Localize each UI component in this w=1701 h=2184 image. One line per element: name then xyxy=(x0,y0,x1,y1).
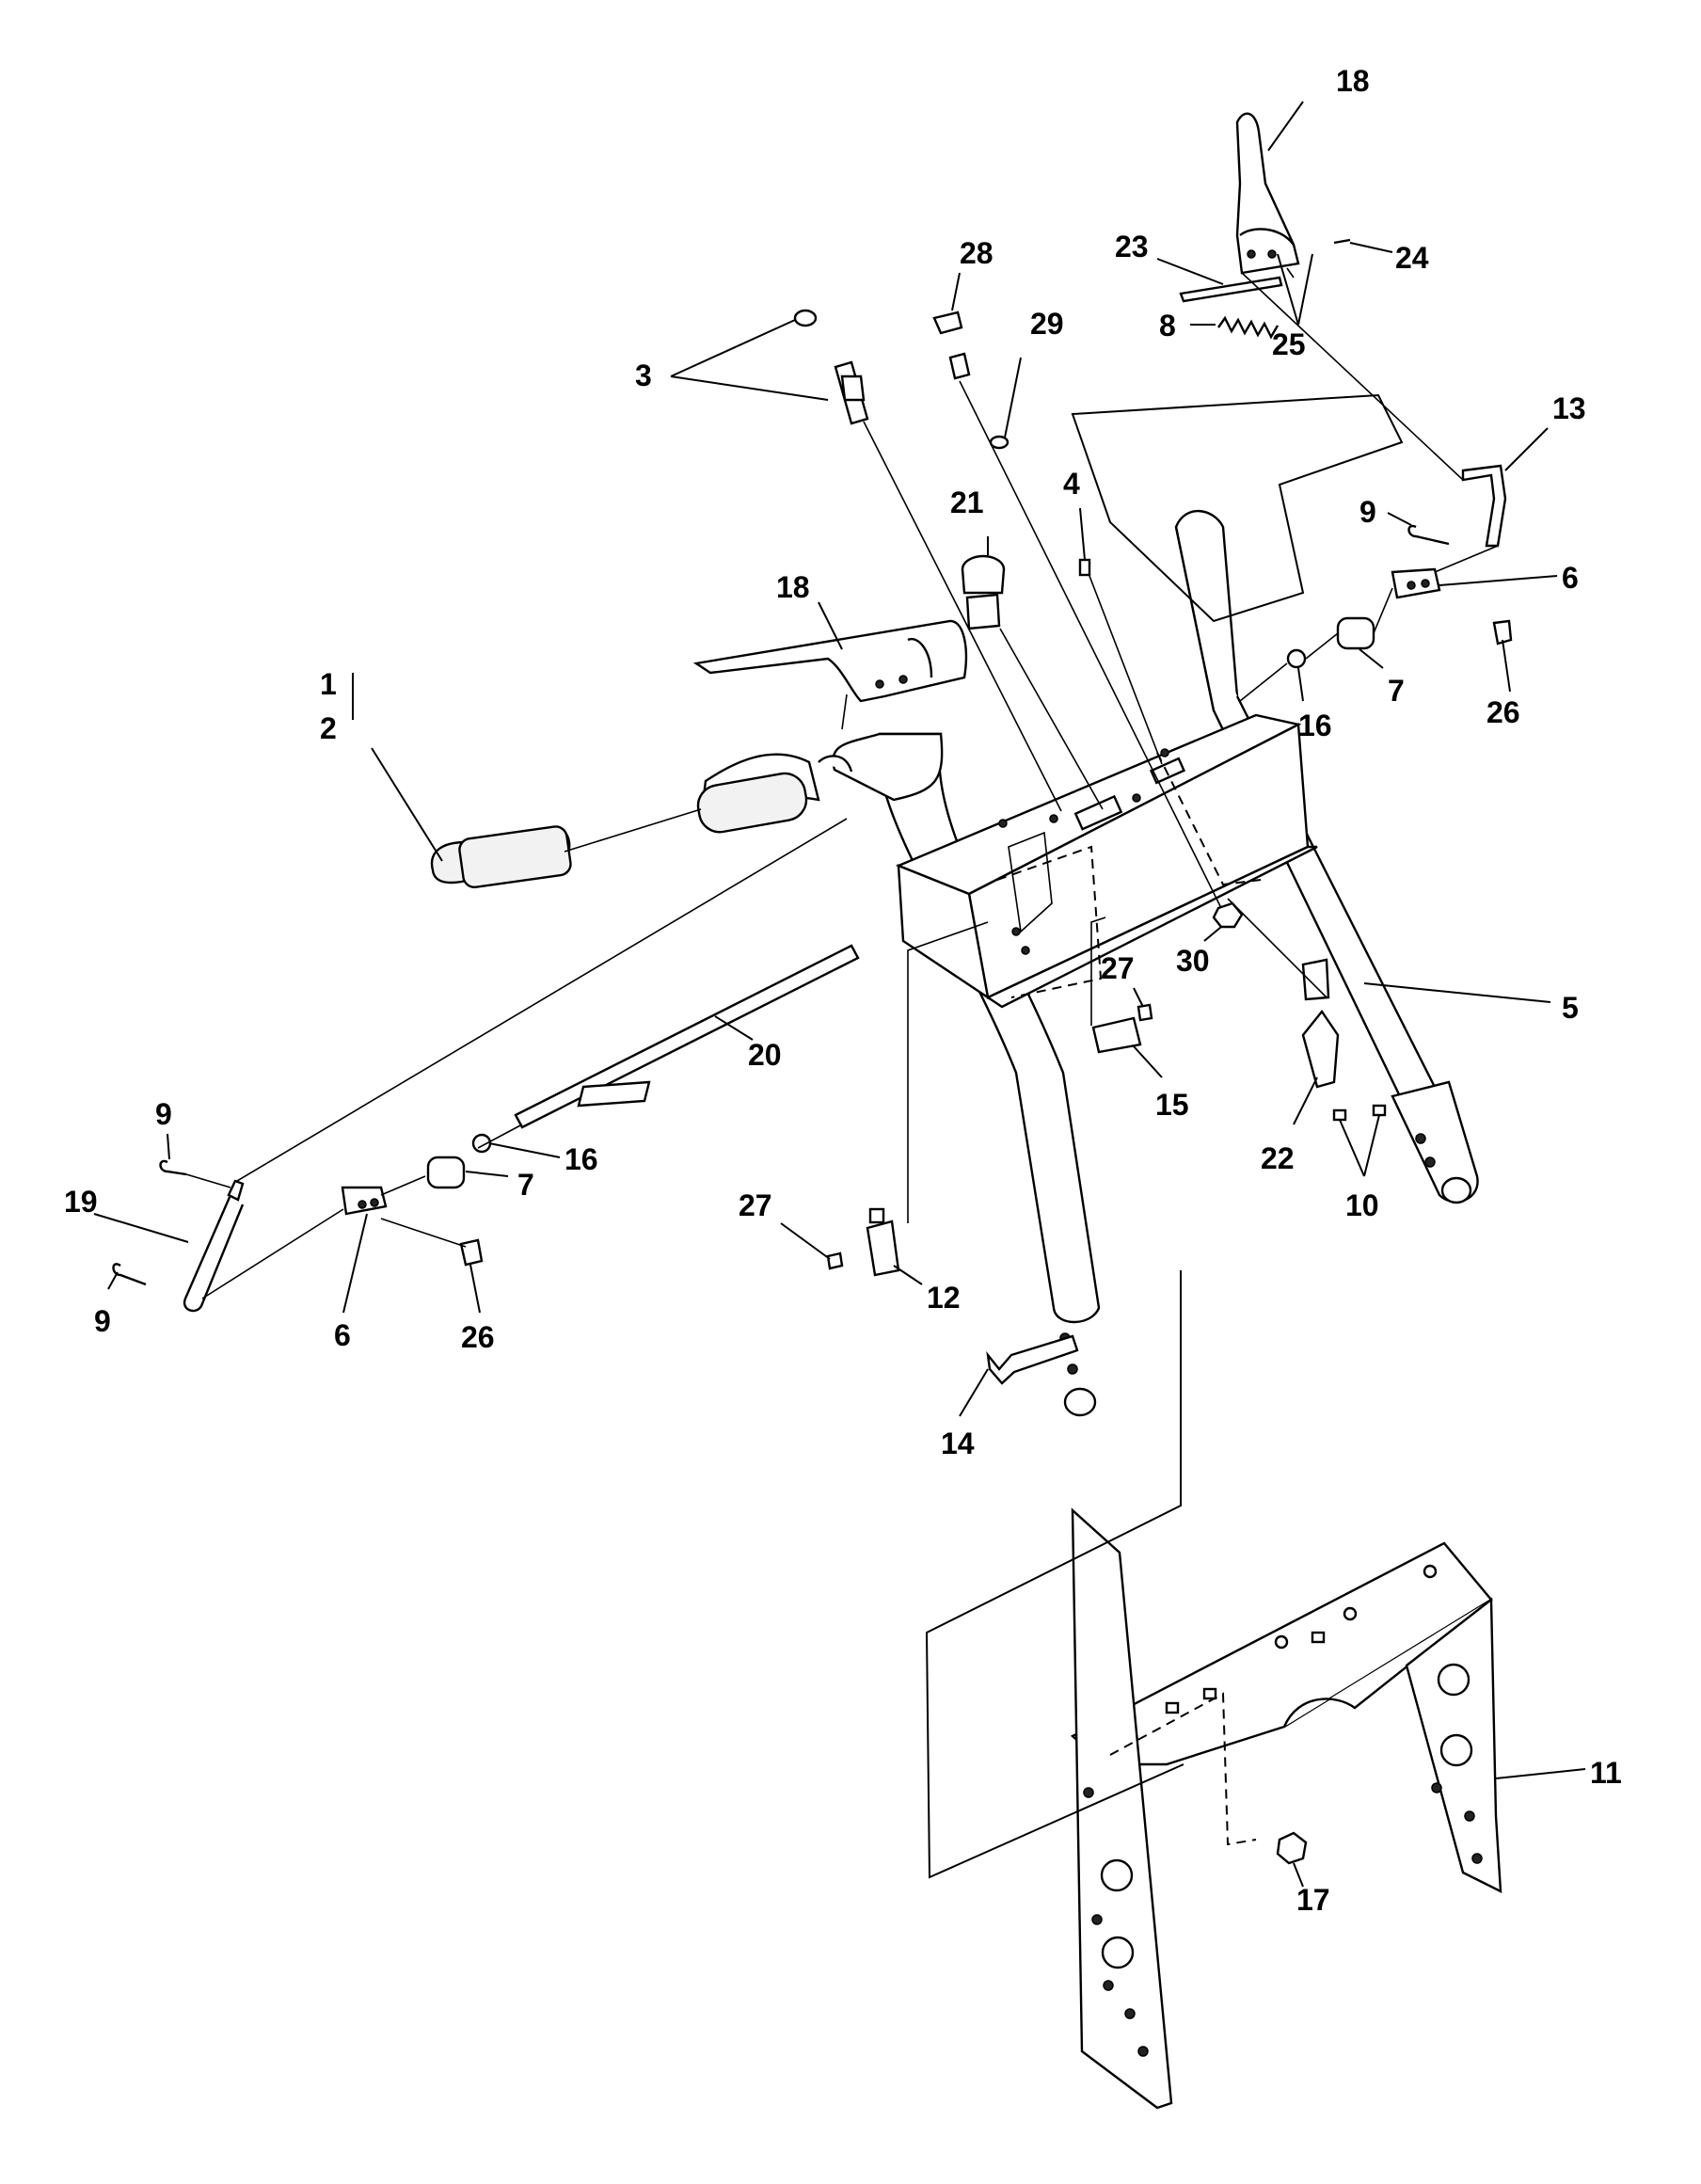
callout-7-left: 7 xyxy=(517,1168,534,1202)
left-grip-assembly xyxy=(430,753,820,889)
callout-29: 29 xyxy=(1030,307,1064,341)
callout-18-lower: 18 xyxy=(776,570,810,604)
part-21-knob xyxy=(961,554,1006,630)
callout-12: 12 xyxy=(927,1281,961,1315)
callout-labels: 1 2 3 4 5 6 6 7 7 8 9 9 9 10 11 12 13 14… xyxy=(64,64,1622,1917)
part-7-spacer-left xyxy=(426,1156,466,1189)
callout-19: 19 xyxy=(64,1185,98,1219)
part-30-nut xyxy=(1212,901,1244,929)
part-16-nut-right xyxy=(1286,648,1307,669)
part-11-frame xyxy=(1070,1507,1502,2110)
part-9-hairpin-right xyxy=(1407,524,1450,546)
part-13-linkage-rod xyxy=(1461,464,1507,548)
part-27-screw-upper xyxy=(1137,1003,1153,1022)
callout-18-upper: 18 xyxy=(1336,64,1370,98)
callout-11: 11 xyxy=(1590,1756,1622,1790)
control-panel-box xyxy=(895,713,1318,1009)
part-6-bracket-right xyxy=(1391,567,1441,599)
callout-22: 22 xyxy=(1261,1141,1295,1175)
part-28-key xyxy=(932,311,971,380)
callout-14: 14 xyxy=(941,1427,975,1460)
callout-10: 10 xyxy=(1345,1188,1379,1222)
callout-27-lower: 27 xyxy=(739,1188,772,1222)
callout-24: 24 xyxy=(1395,241,1429,275)
callout-25: 25 xyxy=(1272,327,1306,361)
part-26-bolt-right xyxy=(1492,619,1513,646)
callout-4: 4 xyxy=(1063,467,1080,501)
callout-16-left: 16 xyxy=(564,1142,598,1176)
callout-26-right: 26 xyxy=(1486,695,1520,729)
callout-30: 30 xyxy=(1176,944,1210,978)
callout-21: 21 xyxy=(950,486,984,519)
callout-1: 1 xyxy=(320,667,337,701)
callout-27-upper: 27 xyxy=(1101,951,1135,985)
callout-20: 20 xyxy=(748,1038,782,1072)
part-3-switch xyxy=(793,309,869,425)
callout-23: 23 xyxy=(1115,230,1149,263)
part-20-rod xyxy=(514,944,860,1129)
part-4-pin xyxy=(1078,558,1091,577)
callout-3: 3 xyxy=(635,359,652,392)
part-24-clip xyxy=(1333,238,1351,245)
callout-9-left-top: 9 xyxy=(155,1097,172,1131)
callout-28: 28 xyxy=(960,236,994,270)
callout-8: 8 xyxy=(1159,309,1176,343)
callout-9-right: 9 xyxy=(1359,495,1376,529)
part-7-spacer-right xyxy=(1336,616,1375,650)
part-18-lower-shield xyxy=(692,619,968,703)
part-9-hairpin-left-top xyxy=(159,1159,187,1176)
callout-15: 15 xyxy=(1155,1088,1189,1122)
part-27-screw-lower xyxy=(826,1251,844,1270)
callout-7-right: 7 xyxy=(1388,674,1405,708)
part-15-switch xyxy=(1091,1016,1142,1054)
part-8-spring xyxy=(1217,315,1280,340)
callout-16-right: 16 xyxy=(1298,709,1332,742)
part-6-bracket-left xyxy=(341,1186,388,1216)
part-10-nuts xyxy=(1332,1104,1387,1122)
callout-6-right: 6 xyxy=(1562,561,1579,595)
callout-13: 13 xyxy=(1552,391,1586,425)
callout-2: 2 xyxy=(320,711,337,745)
part-19-linkage-rod xyxy=(183,1179,245,1313)
part-29-washer xyxy=(989,435,1009,450)
callout-9-left-bottom: 9 xyxy=(94,1304,111,1338)
part-22-lever xyxy=(1301,958,1340,1089)
part-23-pin xyxy=(1179,276,1283,303)
callout-17: 17 xyxy=(1296,1883,1330,1917)
leader-lines xyxy=(93,101,1586,1888)
part-17-nut xyxy=(1276,1831,1308,1865)
callout-26-left: 26 xyxy=(461,1320,495,1354)
part-18-upper-shield xyxy=(1235,112,1300,275)
callout-6-left: 6 xyxy=(334,1318,351,1352)
part-9-hairpin-left-bottom xyxy=(112,1263,147,1286)
part-26-bolt-left xyxy=(459,1238,484,1267)
part-14-bolt xyxy=(986,1334,1079,1385)
callout-5: 5 xyxy=(1562,991,1579,1025)
part-12-switch xyxy=(866,1207,900,1277)
